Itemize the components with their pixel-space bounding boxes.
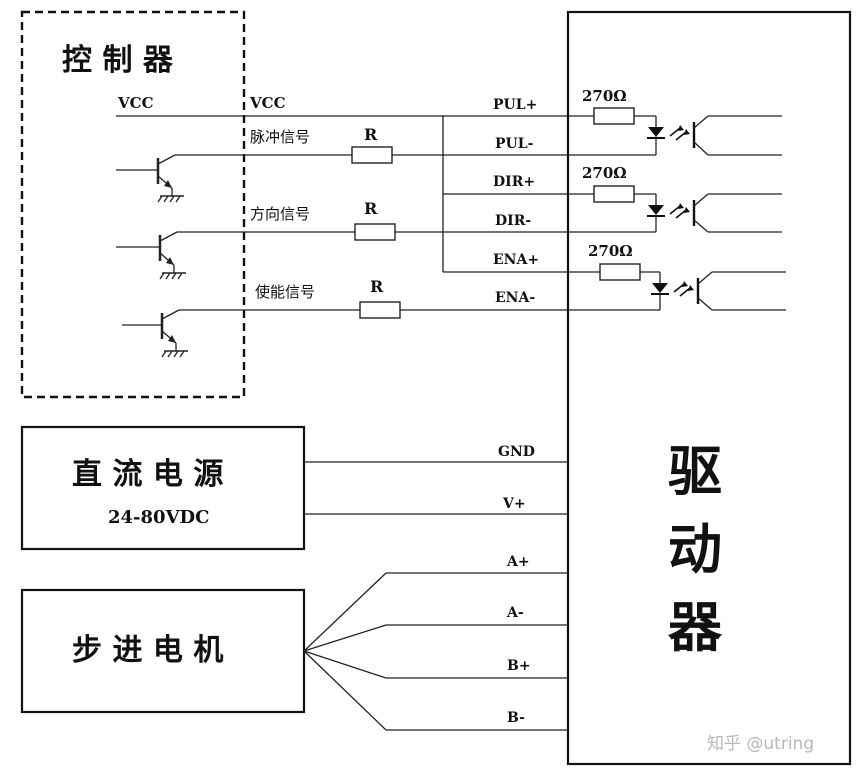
stepper-motor-title: 步 进 电 机: [72, 633, 223, 668]
pin-b-minus: B-: [507, 710, 525, 726]
driver-title-char-2: 动: [668, 518, 722, 581]
vcc-wire-label: VCC: [249, 94, 286, 112]
a-minus-wire: [303, 624, 568, 652]
pulse-signal-label: 脉冲信号: [250, 128, 310, 146]
driver-title-char-1: 驱: [668, 440, 722, 503]
a-plus-wire: [303, 572, 568, 652]
resistor-enable-label: R: [370, 277, 384, 296]
power-supply-spec: 24-80VDC: [108, 507, 209, 528]
transistor-direction-icon: [116, 231, 186, 280]
optocoupler-pulse-icon: [568, 107, 782, 156]
pin-b-plus: B+: [507, 658, 531, 674]
transistor-pulse-icon: [116, 154, 184, 203]
controller-box: [20, 10, 246, 399]
resistor-pulse: [351, 146, 393, 164]
driver-title-char-3: 器: [668, 596, 723, 659]
controller-vcc-label: VCC: [117, 94, 154, 112]
resistor-pulse-label: R: [364, 125, 378, 144]
transistor-enable-icon: [122, 309, 188, 358]
pin-pul-minus: PUL-: [495, 136, 534, 152]
driver-box: [566, 10, 852, 766]
pin-dir-plus: DIR+: [493, 174, 535, 190]
pin-a-minus: A-: [506, 605, 524, 621]
power-supply-title: 直 流 电 源: [72, 457, 223, 492]
internal-resistor-pulse-label: 270Ω: [582, 87, 627, 105]
controller-title: 控 制 器: [62, 43, 174, 78]
pin-pul-plus: PUL+: [493, 97, 537, 113]
watermark-text: 知乎 @utring: [707, 734, 814, 754]
resistor-direction-label: R: [364, 199, 378, 218]
power-supply-box: [20, 425, 306, 551]
optocoupler-enable-icon: [568, 263, 786, 311]
resistor-direction: [354, 223, 396, 241]
internal-resistor-direction-label: 270Ω: [582, 164, 627, 182]
b-minus-wire: [303, 650, 568, 731]
enable-signal-label: 使能信号: [255, 283, 315, 301]
internal-resistor-enable-label: 270Ω: [588, 242, 633, 260]
optocoupler-direction-icon: [568, 185, 782, 233]
b-plus-wire: [303, 650, 568, 679]
pin-ena-minus: ENA-: [495, 290, 535, 306]
pin-dir-minus: DIR-: [495, 213, 531, 229]
resistor-enable: [359, 301, 401, 319]
pin-a-plus: A+: [506, 554, 530, 570]
pin-v-plus: V+: [502, 496, 526, 512]
pin-ena-plus: ENA+: [493, 252, 539, 268]
direction-signal-label: 方向信号: [250, 205, 310, 223]
pin-gnd: GND: [498, 444, 535, 460]
